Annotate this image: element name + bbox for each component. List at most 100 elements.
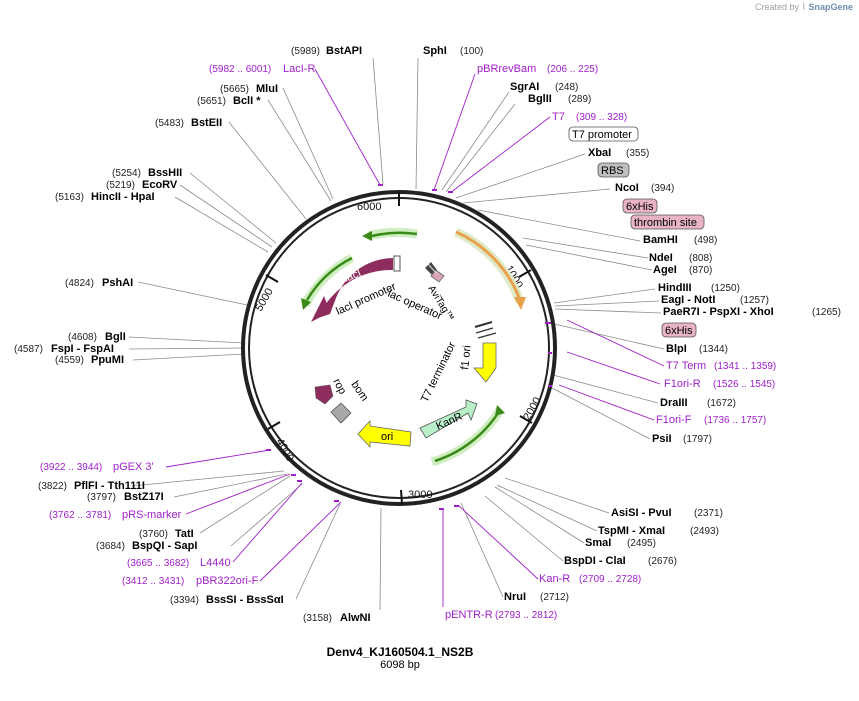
tick-5000: 5000 <box>253 286 276 313</box>
tick-3000: 3000 <box>408 489 432 501</box>
site-num: (2495) <box>627 538 656 549</box>
site-num: (394) <box>651 183 674 194</box>
site-name: BspQI - SapI <box>132 540 197 552</box>
site-num: (2712) <box>540 592 569 603</box>
primer-name: F1ori-F <box>656 414 692 426</box>
site-name: BstAPI <box>326 45 362 57</box>
site-name: BssHII <box>148 167 182 179</box>
primer-name: F1ori-R <box>664 378 701 390</box>
laci-label: lacI <box>343 267 363 285</box>
site-name: AsiSI - PvuI <box>611 507 672 519</box>
site-name: MluI <box>256 83 278 95</box>
laci-promoter-box <box>393 255 401 272</box>
primer-marks <box>266 184 552 510</box>
site-num: (248) <box>555 82 578 93</box>
primer-name: pBR322ori-F <box>196 575 259 587</box>
site-name: HindIII <box>658 282 692 294</box>
primer-name: pRS-marker <box>122 509 182 521</box>
site-num: (5163) <box>55 192 84 203</box>
site-name: PpuMI <box>91 354 124 366</box>
site-name: TatI <box>175 528 194 540</box>
site-num: (3822) <box>38 481 67 492</box>
site-name: BstZ17I <box>124 491 164 503</box>
site-num: (4559) <box>55 355 84 366</box>
snapgene-logo-icon: ⌇ <box>801 2 806 12</box>
scale-ticks <box>265 192 533 505</box>
kanr-feature <box>419 399 478 439</box>
site-name: NruI <box>504 591 526 603</box>
site-num: (5989) <box>291 46 320 57</box>
primer-leader-lines <box>165 68 665 607</box>
primer-range: (3665 .. 3682) <box>127 558 189 569</box>
bom-label: bom <box>349 379 371 403</box>
primer-name: pGEX 3' <box>113 461 154 473</box>
site-name: PsiI <box>652 433 672 445</box>
his-tag-label-1: 6xHis <box>626 201 654 213</box>
site-leader-lines <box>128 57 665 611</box>
site-name: FspI - FspAI <box>51 343 114 355</box>
primer-range: (3412 .. 3431) <box>122 576 184 587</box>
tick-4000: 4000 <box>273 437 296 464</box>
site-num: (808) <box>689 253 712 264</box>
lac-operator-avitag-block <box>425 262 445 283</box>
site-num: (4824) <box>65 278 94 289</box>
ori-feature <box>357 419 412 449</box>
site-num: (498) <box>694 235 717 246</box>
site-name: PaeR7I - PspXI - XhoI <box>663 306 774 318</box>
site-labels: (5989) BstAPI SphI (100) SgrAI (248) Bgl… <box>14 45 841 624</box>
credit-brand: SnapGene <box>808 2 853 12</box>
site-num: (1265) <box>812 307 841 318</box>
tick-2000: 2000 <box>521 395 544 422</box>
site-num: (2371) <box>694 508 723 519</box>
credit-prefix: Created by <box>755 2 800 12</box>
primer-range: (206 .. 225) <box>547 64 598 75</box>
site-num: (1250) <box>711 283 740 294</box>
lac-green-arrow <box>371 231 418 238</box>
site-name: EcoRV <box>142 179 178 191</box>
kanr-promoter-arrowhead <box>495 405 505 416</box>
primer-range: (1736 .. 1757) <box>704 415 766 426</box>
site-name: EagI - NotI <box>661 294 715 306</box>
laci-promoter-arrowhead <box>301 298 311 310</box>
site-name: BlpI <box>666 343 687 355</box>
site-num: (1797) <box>683 434 712 445</box>
site-num: (3797) <box>87 492 116 503</box>
primer-name: Kan-R <box>539 573 570 585</box>
kanr-promoter-arrow <box>434 409 502 463</box>
laci-arrowhead <box>311 296 330 322</box>
site-name: BspDI - ClaI <box>564 555 626 567</box>
t7-promoter-label: T7 promoter <box>572 129 632 141</box>
rop-feature <box>314 384 334 405</box>
site-num: (5219) <box>106 180 135 191</box>
site-name: SgrAI <box>510 81 539 93</box>
site-num: (289) <box>568 94 591 105</box>
site-num: (3760) <box>139 529 168 540</box>
lac-green-arrowhead <box>362 231 372 241</box>
primer-range: (2709 .. 2728) <box>579 574 641 585</box>
primer-range: (3762 .. 3781) <box>49 510 111 521</box>
site-name: BstEII <box>191 117 222 129</box>
primer-range: (5982 .. 6001) <box>209 64 271 75</box>
primer-range: (1341 .. 1359) <box>714 361 776 372</box>
rop-label: rop <box>330 377 348 397</box>
primer-name: T7 Term <box>666 360 706 372</box>
site-num: (3394) <box>170 595 199 606</box>
t7-terminator-label: T7 terminator <box>419 340 459 404</box>
primer-range: (1526 .. 1545) <box>713 379 775 390</box>
plasmid-length: 6098 bp <box>380 659 420 671</box>
kanr-label: KanR <box>434 411 464 433</box>
boxed-feature-labels: T7 promoter RBS 6xHis thrombin site 6xHi… <box>568 126 705 338</box>
site-name: PshAI <box>102 277 133 289</box>
his-tag-label-2: 6xHis <box>665 325 693 337</box>
primer-name: LacI-R <box>283 63 315 75</box>
site-name: BssSI - BssSαI <box>206 594 284 606</box>
snapgene-credit: Created by ⌇ SnapGene <box>755 2 853 13</box>
site-name: TspMI - XmaI <box>598 525 665 537</box>
primer-name: pBRrevBam <box>477 63 536 75</box>
site-num: (3684) <box>96 541 125 552</box>
t7-terminator-block <box>474 321 497 339</box>
plasmid-name: Denv4_KJ160504.1_NS2B <box>326 645 474 659</box>
tick-6000: 6000 <box>357 201 381 213</box>
site-name: PflFI - Tth111I <box>74 480 145 492</box>
